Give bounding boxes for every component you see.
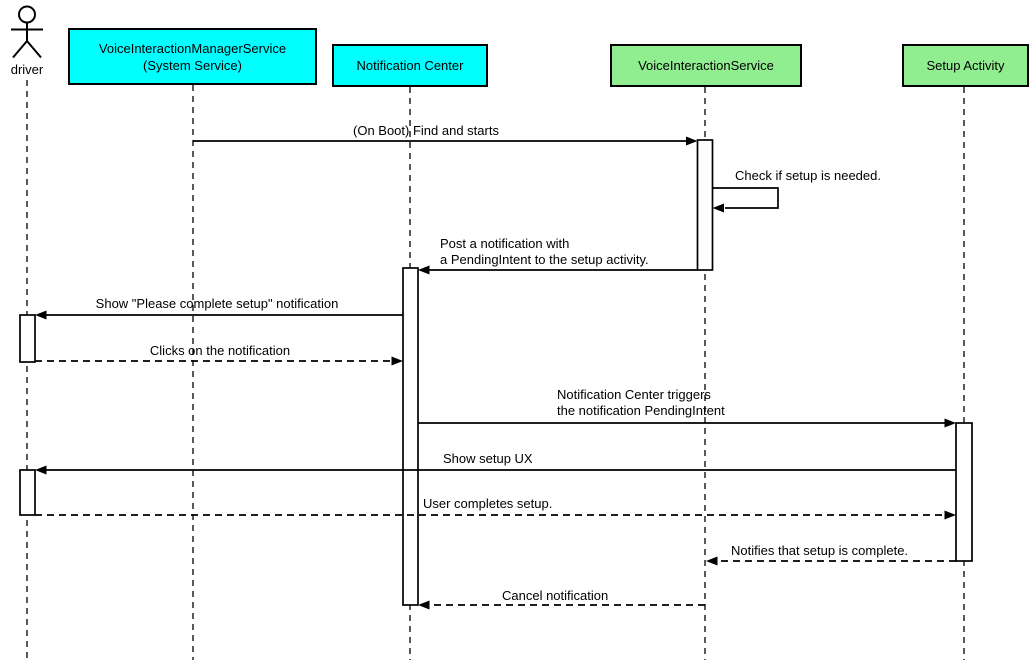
activation-setup-activity [955, 422, 973, 562]
message-label-4: Show "Please complete setup" notificatio… [95, 296, 339, 311]
message-label-5: Clicks on the notification [149, 343, 291, 358]
message-label-line: Notification Center triggers [557, 387, 711, 402]
activation-notification-center [402, 267, 419, 606]
message-label-6: Notification Center triggers the notific… [557, 387, 725, 418]
activation-driver-2 [19, 469, 36, 516]
message-arrow-4 [35, 310, 403, 320]
message-arrow-3 [418, 265, 698, 275]
participant-voice-interaction-service: VoiceInteractionService [610, 44, 802, 87]
message-label-7: Show setup UX [443, 451, 533, 466]
message-arrow-2 [712, 187, 779, 213]
message-arrow-10 [418, 600, 705, 610]
message-label-10: Cancel notification [502, 588, 609, 603]
message-arrow-7 [35, 465, 956, 475]
participant-label: Notification Center [356, 58, 464, 73]
participant-label-line: VoiceInteractionManagerService [98, 40, 287, 56]
message-label-line: the notification PendingIntent [557, 402, 725, 418]
message-arrow-6 [418, 418, 956, 428]
message-label-3: Post a notification with a PendingIntent… [440, 236, 649, 267]
message-label-8: User completes setup. [423, 496, 553, 511]
message-label-1: (On Boot) Find and starts [353, 123, 499, 138]
actor-icon [11, 5, 43, 59]
message-arrow-9 [706, 556, 956, 566]
participant-label: Setup Activity [926, 58, 1005, 73]
activation-driver-1 [19, 314, 36, 363]
participant-notification-center: Notification Center [332, 44, 488, 87]
message-label-line: a PendingIntent to the setup activity. [440, 251, 649, 267]
participant-voice-interaction-manager-service: VoiceInteractionManagerService (System S… [68, 28, 317, 85]
message-label-line: Post a notification with [440, 236, 570, 251]
participant-driver-label: driver [10, 62, 44, 77]
participant-label-line: (System Service) [143, 57, 242, 73]
message-label-9: Notifies that setup is complete. [731, 543, 909, 558]
message-arrow-1 [193, 136, 698, 146]
activation-voice-interaction-service [696, 139, 714, 271]
participant-setup-activity: Setup Activity [902, 44, 1029, 87]
participant-label: VoiceInteractionService [638, 58, 774, 73]
message-arrow-8 [35, 510, 956, 520]
message-label-2: Check if setup is needed. [735, 168, 881, 183]
message-arrow-5 [35, 356, 403, 366]
